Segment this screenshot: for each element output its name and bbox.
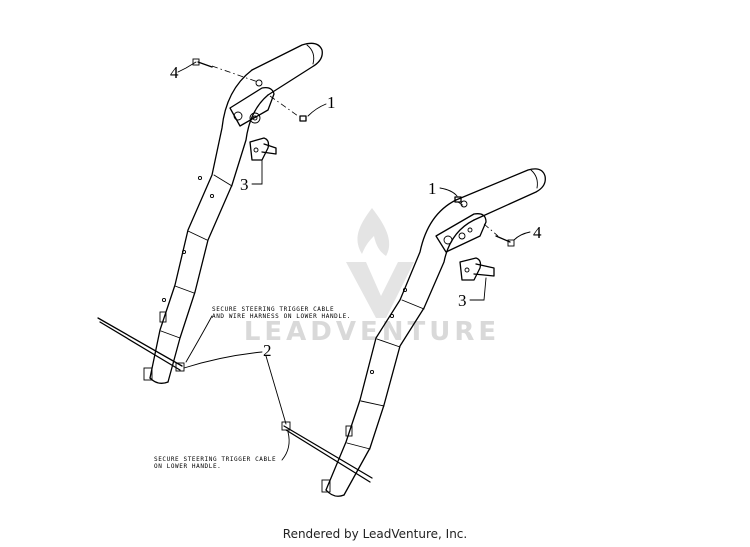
left-handle-assembly	[143, 42, 323, 384]
right-handle-assembly	[321, 168, 546, 497]
note-upper-line-1: SECURE STEERING TRIGGER CABLE	[212, 306, 334, 313]
bolt-left	[192, 58, 213, 68]
callout-left-3: 3	[240, 175, 249, 194]
callout-right-1: 1	[428, 179, 437, 198]
cable-tie-lower	[281, 421, 373, 483]
leader-lines	[177, 61, 531, 461]
note-lower: SECURE STEERING TRIGGER CABLE ON LOWER H…	[154, 456, 276, 470]
flame-icon	[357, 208, 390, 256]
bolt-right	[495, 235, 515, 247]
callout-center-2: 2	[263, 341, 272, 360]
watermark-brand: LEADVENTURE	[244, 317, 500, 347]
note-upper-line-2: AND WIRE HARNESS ON LOWER HANDLE.	[212, 313, 351, 320]
trigger-lever-right	[459, 257, 495, 281]
trigger-lever-left	[249, 137, 277, 161]
footer-credit: Rendered by LeadVenture, Inc.	[282, 527, 468, 541]
callout-left-4: 4	[170, 63, 179, 82]
lv-logo-icon	[346, 262, 414, 318]
callout-right-3: 3	[458, 291, 467, 310]
callout-left-1: 1	[327, 93, 336, 112]
cable-tie-upper	[97, 317, 185, 372]
note-lower-line-1: SECURE STEERING TRIGGER CABLE	[154, 456, 276, 463]
note-lower-line-2: ON LOWER HANDLE.	[154, 463, 221, 470]
note-upper: SECURE STEERING TRIGGER CABLE AND WIRE H…	[212, 306, 351, 320]
callout-right-4: 4	[533, 223, 542, 242]
leadventure-watermark: LEADVENTURE	[244, 208, 500, 347]
